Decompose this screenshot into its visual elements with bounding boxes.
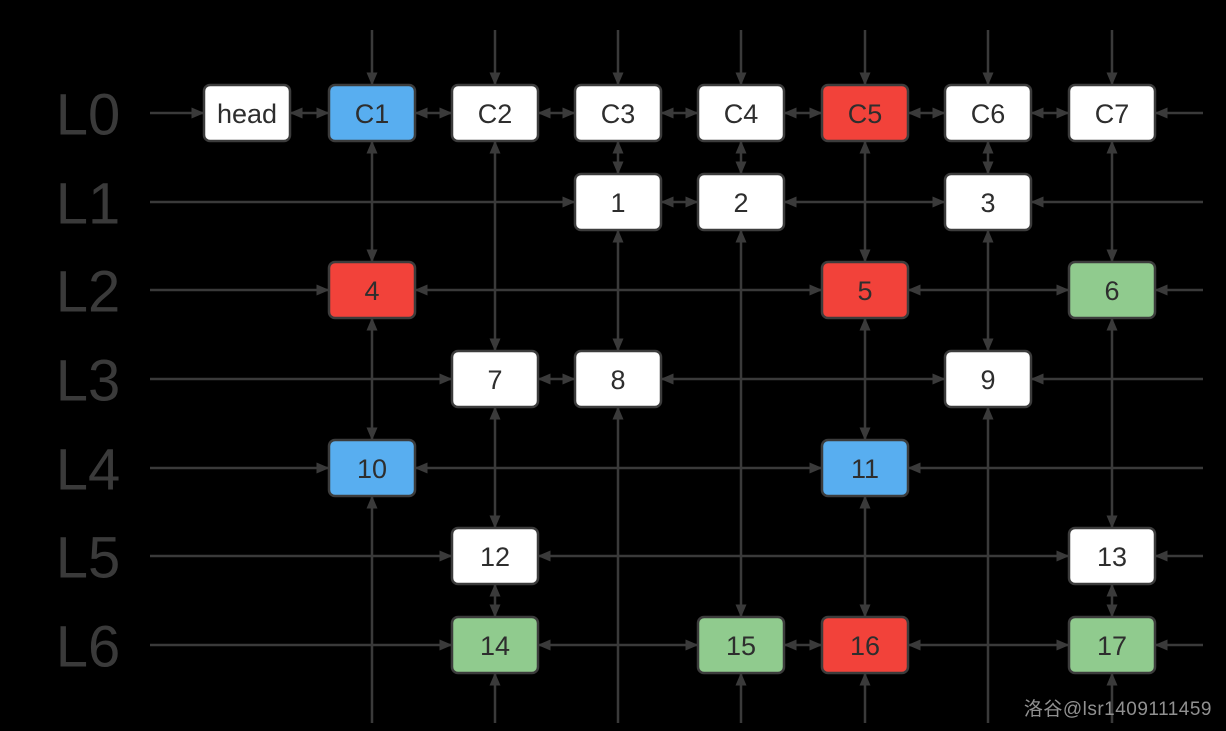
node-box — [696, 83, 786, 143]
row-label-l6: L6 — [56, 615, 121, 680]
node-label: 2 — [733, 188, 748, 218]
node-box — [202, 83, 292, 143]
node-box — [696, 615, 786, 675]
node-c5: C5 — [820, 83, 910, 143]
node-label: 12 — [480, 542, 510, 572]
node-15: 15 — [696, 615, 786, 675]
node-box — [1067, 526, 1157, 586]
node-c7: C7 — [1067, 83, 1157, 143]
node-box — [450, 349, 540, 409]
node-label: 16 — [850, 631, 880, 661]
node-7: 7 — [450, 349, 540, 409]
node-box — [1067, 260, 1157, 320]
node-14: 14 — [450, 615, 540, 675]
row-label-l4: L4 — [56, 438, 121, 503]
node-3: 3 — [943, 172, 1033, 232]
watermark: 洛谷@lsr1409111459 — [1023, 699, 1212, 720]
node-label: 13 — [1097, 542, 1127, 572]
row-label-l2: L2 — [56, 260, 121, 325]
node-box — [1067, 83, 1157, 143]
row-label-l3: L3 — [56, 349, 121, 414]
node-c6: C6 — [943, 83, 1033, 143]
node-label: head — [217, 99, 277, 129]
node-box — [1067, 615, 1157, 675]
node-box — [943, 349, 1033, 409]
node-label: 1 — [610, 188, 625, 218]
node-label: C5 — [848, 99, 883, 129]
node-c1: C1 — [327, 83, 417, 143]
node-label: C4 — [724, 99, 759, 129]
node-11: 11 — [820, 438, 910, 498]
node-label: 7 — [487, 365, 502, 395]
node-10: 10 — [327, 438, 417, 498]
node-label: 5 — [857, 276, 872, 306]
node-8: 8 — [573, 349, 663, 409]
node-label: 6 — [1104, 276, 1119, 306]
node-box — [820, 615, 910, 675]
node-box — [573, 83, 663, 143]
node-c4: C4 — [696, 83, 786, 143]
node-box — [943, 83, 1033, 143]
node-label: 8 — [610, 365, 625, 395]
node-c3: C3 — [573, 83, 663, 143]
row-label-l5: L5 — [56, 526, 121, 591]
row-label-l1: L1 — [56, 172, 121, 237]
node-label: C6 — [971, 99, 1006, 129]
node-label: C7 — [1095, 99, 1130, 129]
node-label: 10 — [357, 454, 387, 484]
node-box — [573, 349, 663, 409]
node-box — [943, 172, 1033, 232]
node-17: 17 — [1067, 615, 1157, 675]
node-box — [820, 83, 910, 143]
node-2: 2 — [696, 172, 786, 232]
node-label: 11 — [851, 454, 879, 484]
node-label: C3 — [601, 99, 636, 129]
node-box — [327, 83, 417, 143]
node-label: C1 — [355, 99, 390, 129]
node-box — [573, 172, 663, 232]
node-head: head — [202, 83, 292, 143]
node-label: 17 — [1097, 631, 1127, 661]
node-9: 9 — [943, 349, 1033, 409]
node-label: 4 — [364, 276, 379, 306]
node-5: 5 — [820, 260, 910, 320]
node-box — [820, 438, 910, 498]
node-16: 16 — [820, 615, 910, 675]
node-1: 1 — [573, 172, 663, 232]
node-box — [450, 615, 540, 675]
node-box — [450, 83, 540, 143]
node-4: 4 — [327, 260, 417, 320]
node-box — [450, 526, 540, 586]
node-label: 15 — [726, 631, 756, 661]
node-label: 9 — [980, 365, 995, 395]
node-label: 3 — [980, 188, 995, 218]
node-box — [820, 260, 910, 320]
node-label: 14 — [480, 631, 510, 661]
node-12: 12 — [450, 526, 540, 586]
node-c2: C2 — [450, 83, 540, 143]
row-label-l0: L0 — [56, 83, 121, 148]
node-label: C2 — [478, 99, 513, 129]
node-box — [327, 438, 417, 498]
node-box — [327, 260, 417, 320]
node-6: 6 — [1067, 260, 1157, 320]
node-box — [696, 172, 786, 232]
node-13: 13 — [1067, 526, 1157, 586]
